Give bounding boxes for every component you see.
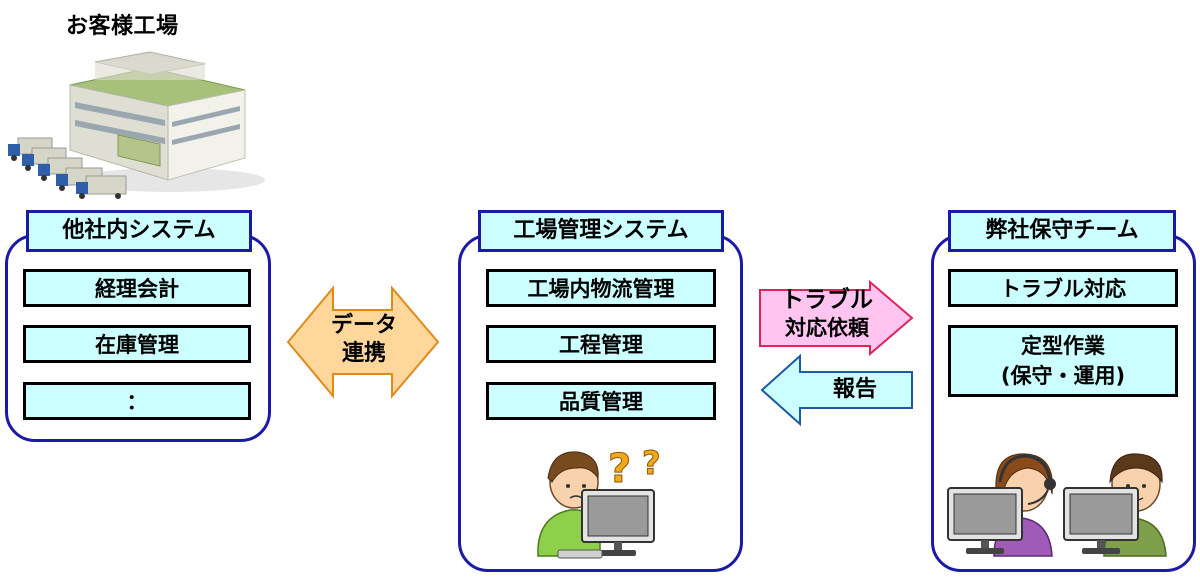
- left-item-more: ：: [23, 382, 251, 420]
- left-item-inventory: 在庫管理: [23, 325, 251, 363]
- center-item-logistics: 工場内物流管理: [486, 269, 716, 307]
- right-item-routine-line2: (保守・運用): [1000, 364, 1126, 388]
- trouble-request-line1: トラブル: [781, 287, 873, 313]
- svg-text:?: ?: [642, 444, 661, 482]
- data-exchange-line2: 連携: [341, 341, 386, 366]
- svg-text:?: ?: [608, 446, 631, 492]
- trouble-request-line2: 対応依頼: [785, 316, 869, 340]
- report-label: 報告: [832, 377, 877, 402]
- data-exchange-line1: データ: [330, 313, 397, 338]
- center-item-process: 工程管理: [486, 325, 716, 363]
- report-arrow: [760, 353, 913, 427]
- center-item-quality: 品質管理: [486, 382, 716, 420]
- factory-illustration: [8, 51, 265, 199]
- factory-title: お客様工場: [66, 14, 179, 39]
- factory-system-title: 工場管理システム: [478, 210, 724, 252]
- maintenance-team-title: 弊社保守チーム: [948, 210, 1176, 252]
- left-item-accounting: 経理会計: [23, 269, 251, 307]
- data-exchange-label: データ 連携: [318, 312, 410, 368]
- other-system-title: 他社内システム: [26, 210, 252, 252]
- trouble-request-label: トラブル 対応依頼: [762, 286, 892, 342]
- data-exchange-arrow: [286, 285, 440, 399]
- right-item-trouble: トラブル対応: [948, 269, 1178, 307]
- right-item-routine-line1: 定型作業: [1021, 334, 1105, 358]
- trouble-request-arrow: [759, 279, 914, 357]
- confused-operator-icon: ? ?: [537, 444, 661, 559]
- support-team-icon: [947, 453, 1167, 557]
- right-item-routine: 定型作業 (保守・運用): [948, 325, 1178, 397]
